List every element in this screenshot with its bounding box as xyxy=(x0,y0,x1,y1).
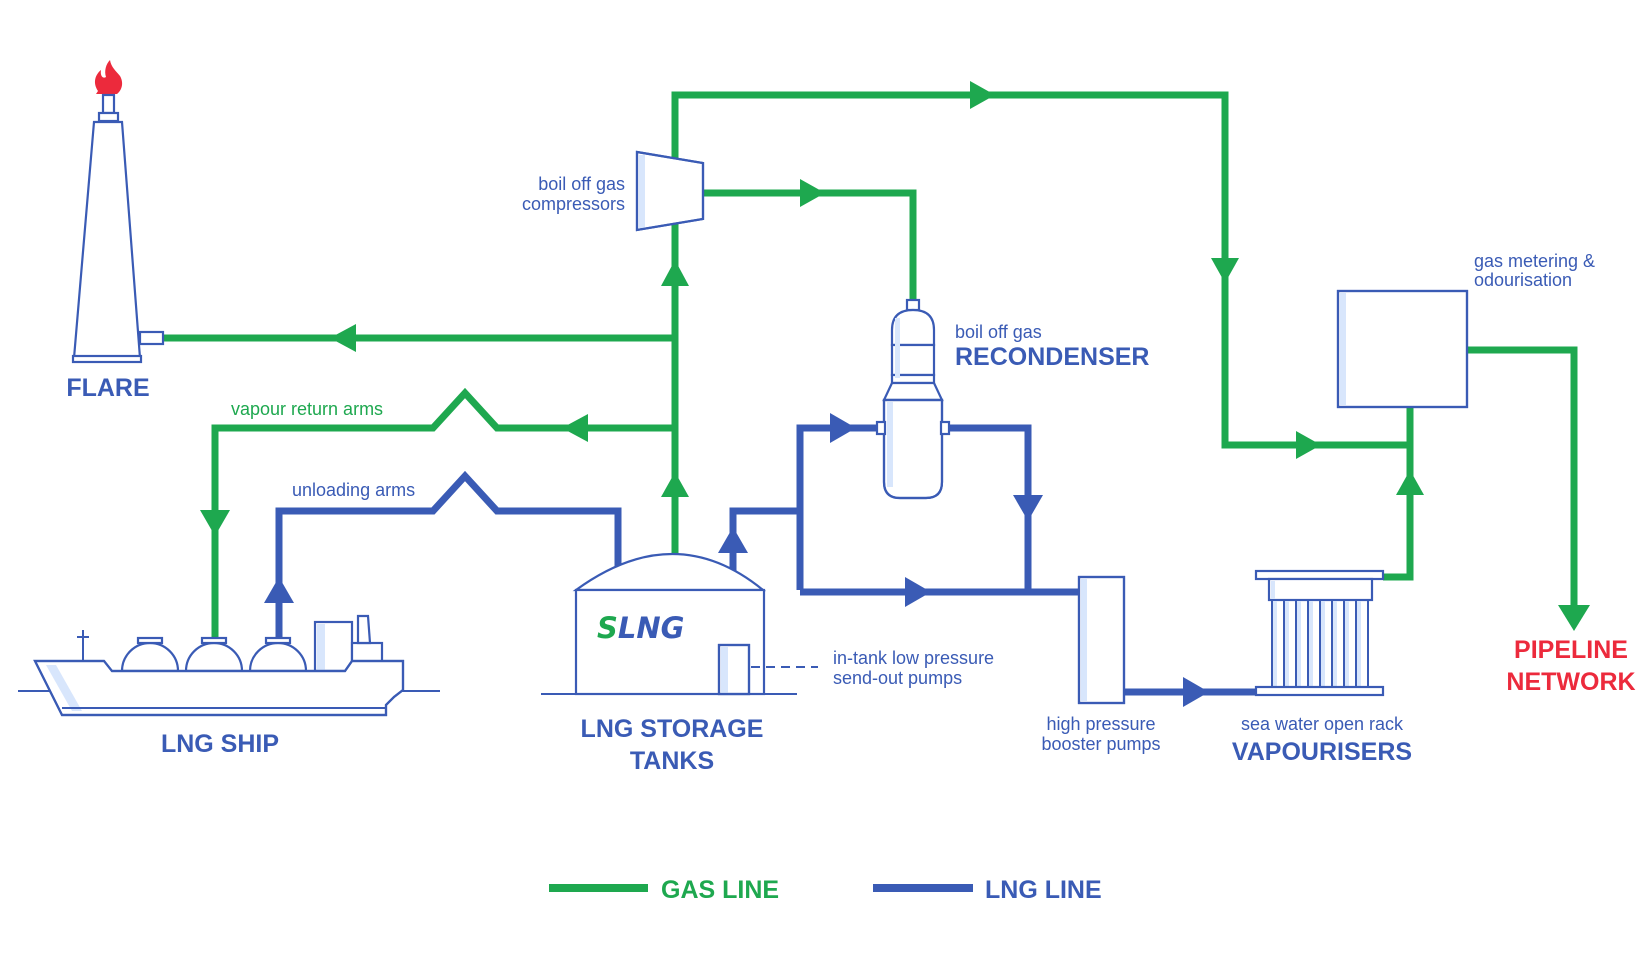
lng-line-to-recondenser xyxy=(796,424,882,590)
storage-label-line1: LNG STORAGE xyxy=(581,715,764,743)
vapouriser-label: VAPOURISERS xyxy=(1232,738,1412,766)
slng-brand-logo: SLNG xyxy=(597,611,684,645)
arrow-up-icon xyxy=(661,260,689,286)
vapouriser-tube-shade xyxy=(1345,601,1349,686)
arrow-up-icon xyxy=(718,527,748,553)
flame-icon xyxy=(94,60,123,94)
vapouriser-tube-shade xyxy=(1309,601,1313,686)
arrow-right-icon xyxy=(905,577,931,607)
arrow-right-icon xyxy=(800,179,825,207)
gas-line-vapouriser-to-metering xyxy=(1383,408,1414,581)
hp-pumps-label-line1: high pressure xyxy=(1046,714,1155,734)
intank-pumps-label-line1: in-tank low pressure xyxy=(833,648,994,668)
gas-arrows xyxy=(200,81,1590,631)
vapouriser-icon xyxy=(1254,569,1385,697)
metering-box-icon xyxy=(1336,289,1469,409)
arrow-down-icon xyxy=(1211,258,1239,283)
arrow-left-icon xyxy=(562,414,588,442)
lng-arrows xyxy=(264,413,1209,707)
arrow-up-icon xyxy=(264,577,294,603)
vapouriser-tube-shade xyxy=(1273,601,1277,686)
arrow-up-icon xyxy=(1396,470,1424,495)
vapouriser-tube-shade xyxy=(1333,601,1337,686)
pipeline-label-line2: NETWORK xyxy=(1506,668,1635,696)
pipeline-label-line1: PIPELINE xyxy=(1514,636,1628,664)
gas-line-storage-to-top-header xyxy=(671,91,1410,560)
lng-ship-icon xyxy=(18,614,440,717)
legend-gas-label: GAS LINE xyxy=(661,876,779,904)
lng-line-unloading xyxy=(275,470,622,640)
arrow-down-icon xyxy=(1013,495,1043,521)
ship-label: LNG SHIP xyxy=(161,730,279,758)
recondenser-label-small: boil off gas xyxy=(955,322,1042,342)
flare-label: FLARE xyxy=(66,374,149,402)
arrow-left-icon xyxy=(330,324,356,352)
arrow-up-icon xyxy=(661,472,689,497)
legend: GAS LINE LNG LINE xyxy=(549,876,1102,904)
booster-pump-icon xyxy=(1077,575,1126,705)
gas-line-metering-to-pipeline xyxy=(1467,346,1578,615)
metering-label-line1: gas metering & xyxy=(1474,251,1595,271)
arrow-right-icon xyxy=(830,413,856,443)
compressor-icon xyxy=(635,150,705,232)
intank-pumps-label-line2: send-out pumps xyxy=(833,668,962,688)
arrow-right-icon xyxy=(1183,677,1209,707)
unloading-arms-label: unloading arms xyxy=(292,480,415,500)
recondenser-icon xyxy=(875,298,951,500)
arrow-down-icon xyxy=(200,510,230,536)
flare-stack-icon xyxy=(71,60,165,364)
legend-lng-label: LNG LINE xyxy=(985,876,1102,904)
metering-label-line2: odourisation xyxy=(1474,270,1572,290)
lng-line-from-recondenser xyxy=(942,424,1032,592)
hp-pumps-label-line2: booster pumps xyxy=(1041,734,1160,754)
gas-line-vapour-return xyxy=(211,387,675,640)
storage-label-line2: TANKS xyxy=(630,747,714,775)
arrow-right-icon xyxy=(970,81,995,109)
compressor-label-line2: compressors xyxy=(522,194,625,214)
vapouriser-tube-shade xyxy=(1297,601,1301,686)
vapour-return-arms-label: vapour return arms xyxy=(231,399,383,419)
storage-tank-icon: SLNG xyxy=(541,553,818,696)
vapouriser-tube-shade xyxy=(1357,601,1361,686)
vapouriser-tube-shade xyxy=(1285,601,1289,686)
compressor-label-line1: boil off gas xyxy=(538,174,625,194)
gas-line-compressor-to-recondenser xyxy=(703,189,917,300)
vapouriser-label-small: sea water open rack xyxy=(1241,714,1404,734)
gas-lines xyxy=(163,91,1578,640)
vapouriser-tube-shade xyxy=(1321,601,1325,686)
arrow-down-icon xyxy=(1558,605,1590,631)
arrow-right-icon xyxy=(1296,431,1321,459)
recondenser-label: RECONDENSER xyxy=(955,343,1149,371)
